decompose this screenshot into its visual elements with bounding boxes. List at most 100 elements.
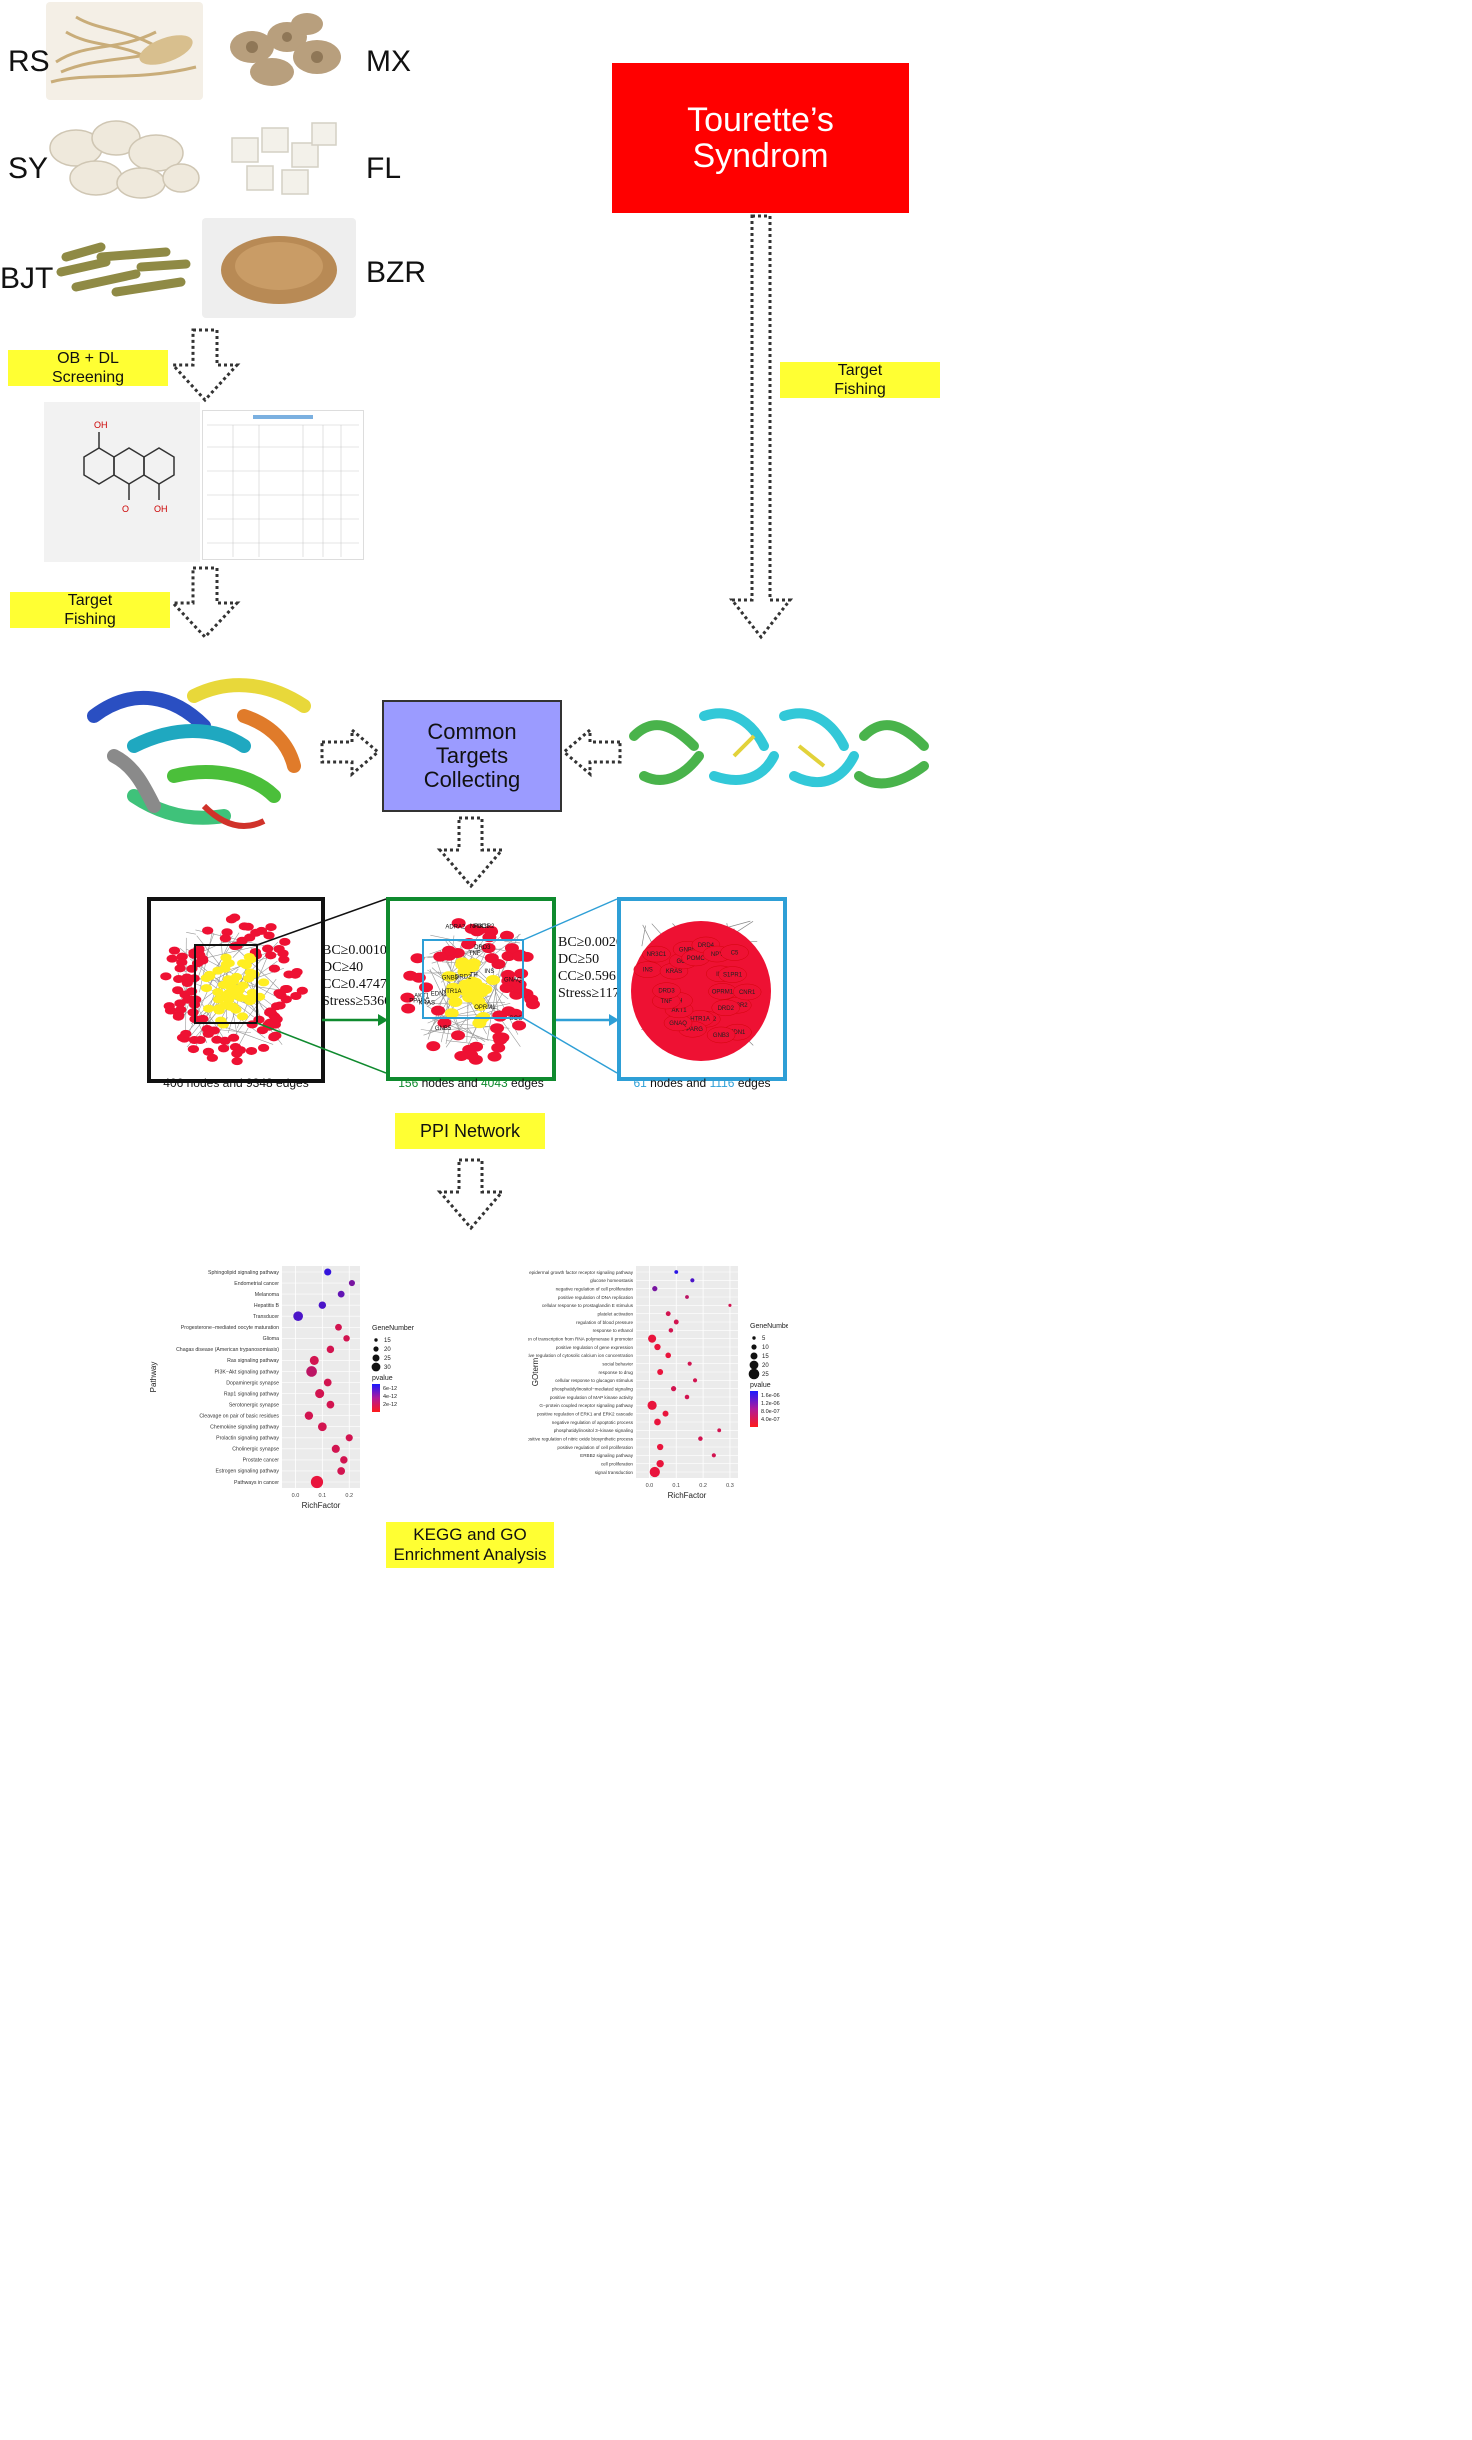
- bubble-point: [684, 1394, 690, 1400]
- size-legend-label: 25: [762, 1372, 769, 1378]
- y-tick-label: positive regulation of cell proliferatio…: [557, 1445, 633, 1450]
- herb-label-bzr: BZR: [366, 256, 426, 289]
- network-node-label: NR3C1: [647, 952, 667, 958]
- n3-text1: nodes and: [646, 1076, 710, 1090]
- y-tick-label: Melanoma: [255, 1292, 279, 1298]
- herb-photo-fl: [212, 108, 354, 206]
- network-node-label: KRAS: [666, 969, 682, 975]
- svg-text:O: O: [122, 504, 129, 514]
- network-node: [512, 1020, 527, 1031]
- network-node-core: [472, 1018, 487, 1029]
- network-node: [289, 970, 301, 979]
- network-node: [437, 1017, 452, 1028]
- network-node: [172, 1012, 184, 1021]
- network-node: [461, 939, 476, 950]
- bubble-point: [335, 1323, 342, 1331]
- protein-structure-right: [624, 676, 934, 826]
- network-node: [454, 1051, 469, 1062]
- network-node: [187, 1045, 200, 1054]
- network-node: [231, 1049, 243, 1058]
- bubble-point: [315, 1389, 325, 1399]
- network-node: [487, 1051, 502, 1062]
- y-tick-label: positive regulation of DNA replication: [558, 1295, 634, 1300]
- n2-text2: edges: [507, 1076, 544, 1090]
- network-node: [265, 923, 277, 932]
- network-node: [706, 1026, 736, 1044]
- y-tick-label: Prolactin signaling pathway: [216, 1436, 279, 1442]
- color-legend-label: 4.0e-07: [761, 1417, 780, 1423]
- disease-box: Tourette’s Syndrom: [612, 63, 909, 213]
- bubble-point: [690, 1278, 695, 1283]
- y-tick-label: Dopaminergic synapse: [226, 1380, 279, 1386]
- compound-info-table-image: [202, 410, 364, 560]
- common-line1: Common: [427, 719, 517, 744]
- size-legend-label: 10: [762, 1345, 769, 1351]
- bubble-point: [343, 1335, 350, 1342]
- network-node: [163, 1002, 175, 1011]
- y-tick-label: Pathways in cancer: [234, 1480, 279, 1486]
- bubble-point: [317, 1422, 327, 1432]
- y-tick-label: Glioma: [263, 1336, 280, 1342]
- x-axis-label: RichFactor: [302, 1501, 341, 1510]
- y-tick-label: ERBB2 signaling pathway: [580, 1453, 634, 1458]
- size-legend-label: 30: [384, 1365, 391, 1371]
- plot-panel: [282, 1266, 360, 1488]
- arrow-right-common: [320, 726, 381, 778]
- size-legend-dot: [751, 1344, 757, 1350]
- network-node-label: OPRM1: [712, 989, 734, 995]
- herb-photo-sy: [46, 108, 203, 206]
- network-node-label: TNF: [469, 951, 481, 957]
- network-node-label: POMC: [687, 956, 706, 962]
- network-node: [493, 1011, 508, 1022]
- svg-text:OH: OH: [94, 420, 108, 430]
- network-node: [491, 1042, 506, 1053]
- size-legend-dot: [374, 1338, 378, 1342]
- network-node: [180, 1029, 192, 1038]
- filter-criteria-1: BC≥0.001055 DC≥40 CC≥0.474736 Stress≥536…: [322, 942, 401, 1010]
- herb-label-mx: MX: [366, 45, 411, 78]
- x-tick-label: 0.3: [726, 1483, 734, 1489]
- network-node-label: AKT1: [414, 994, 430, 1000]
- network-node: [504, 943, 519, 954]
- network-node: [490, 1023, 505, 1034]
- arrow-down-disease: [728, 214, 794, 640]
- network-node: [711, 999, 740, 1016]
- x-tick-label: 0.0: [292, 1493, 300, 1499]
- svg-text:OH: OH: [154, 504, 168, 514]
- network-node: [268, 1032, 280, 1041]
- compound-structure-image: OH O OH: [44, 402, 200, 562]
- network-node-label: HTR1A: [690, 1016, 710, 1022]
- bubble-point: [654, 1418, 661, 1426]
- color-legend-bar: [750, 1391, 758, 1427]
- bubble-point: [668, 1328, 674, 1333]
- herb-photo-bjt: [46, 222, 194, 320]
- network-node: [471, 925, 486, 936]
- network-node: [206, 1053, 218, 1062]
- network-node-label: PPARG: [409, 998, 430, 1004]
- network-node: [166, 954, 178, 963]
- network-node: [181, 979, 193, 988]
- y-tick-label: positive regulation of transcription fro…: [528, 1336, 633, 1341]
- herb-photo-bzr: [202, 218, 356, 318]
- network-node-label: GNB3: [713, 1033, 730, 1039]
- size-legend-label: 15: [384, 1338, 391, 1344]
- network-node: [173, 975, 185, 984]
- network-node-core: [215, 1016, 227, 1025]
- ob-dl-line1: OB + DL: [57, 350, 119, 367]
- network-node-label: HTR1A: [442, 989, 462, 995]
- size-legend-title: GeneNumber: [372, 1325, 415, 1332]
- filter1-cc: CC≥0.474736: [322, 977, 401, 992]
- network-node-core: [212, 995, 225, 1004]
- y-tick-label: Serotonergic synapse: [229, 1402, 279, 1408]
- size-legend-dot: [750, 1352, 758, 1360]
- herb-label-rs: RS: [8, 45, 50, 78]
- y-tick-label: G−protein coupled receptor signaling pat…: [539, 1403, 633, 1408]
- n2-text1: nodes and: [418, 1076, 481, 1090]
- ppi-network-label: PPI Network: [395, 1113, 545, 1149]
- y-tick-label: negative regulation of cell proliferatio…: [556, 1286, 634, 1291]
- size-legend-label: 25: [384, 1356, 391, 1362]
- network-node: [168, 946, 181, 955]
- arrow-left-common: [561, 726, 622, 778]
